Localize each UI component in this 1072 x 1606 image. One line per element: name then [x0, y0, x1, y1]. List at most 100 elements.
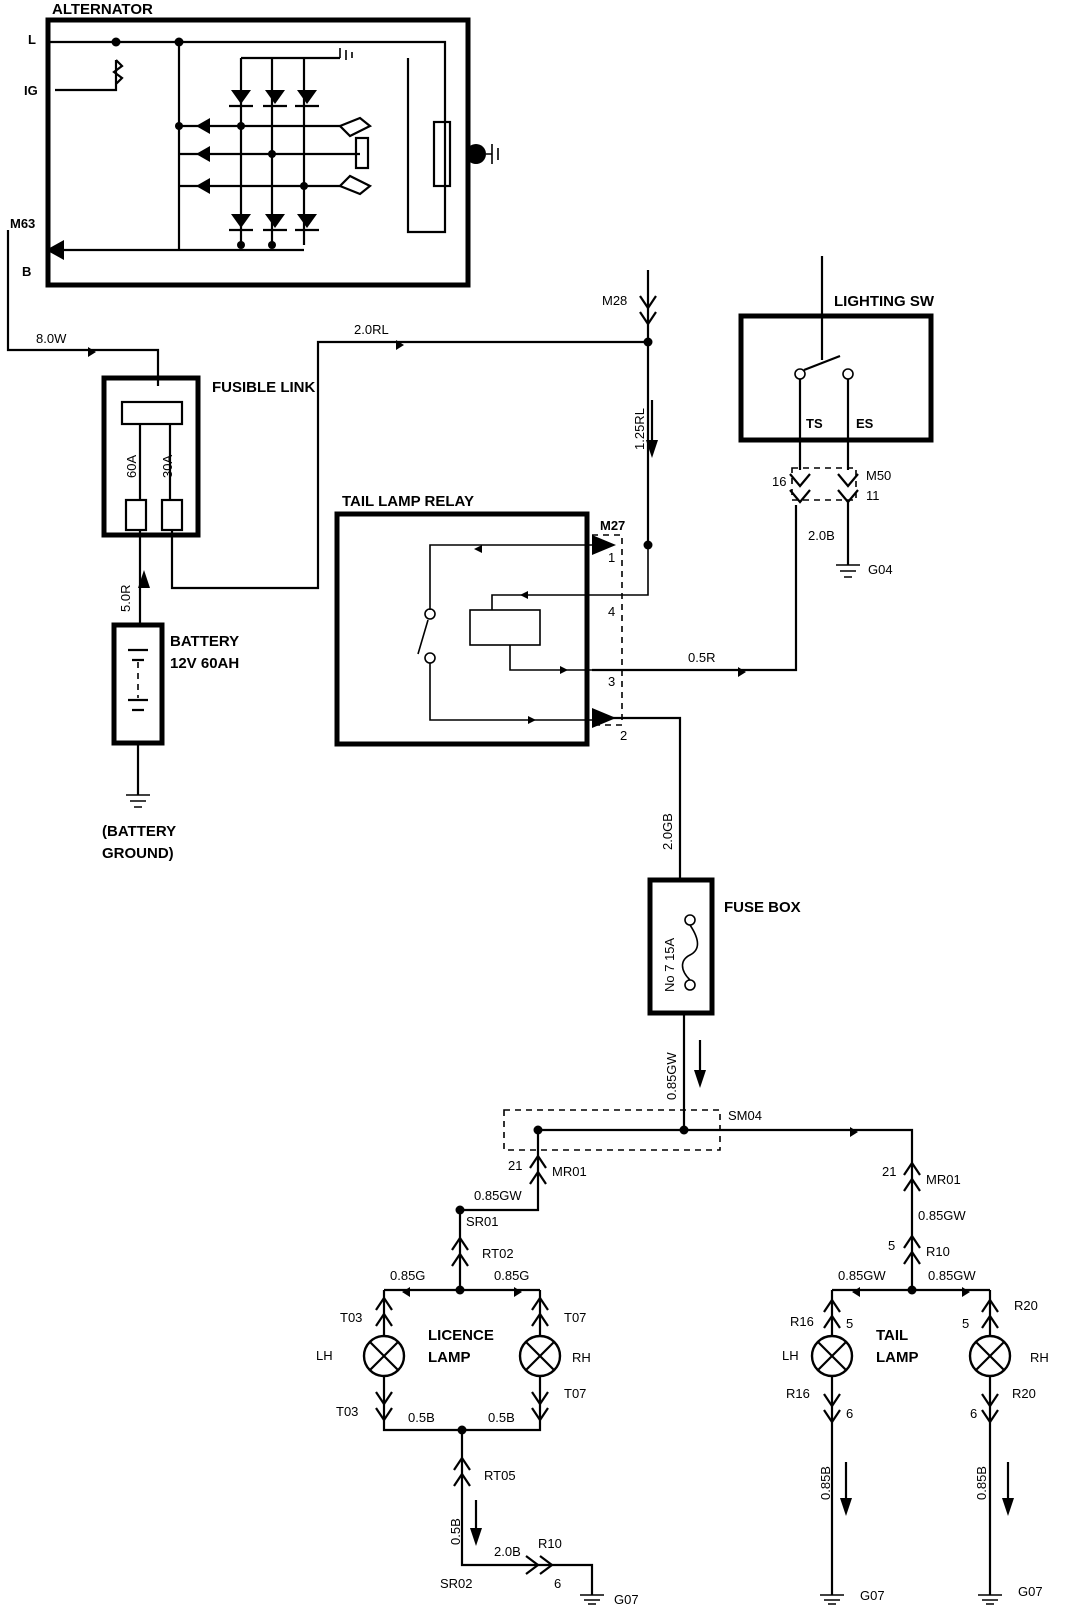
current-arrow-1-25rl: [646, 440, 658, 458]
connector-m50-pin11-icon: [837, 473, 859, 504]
fusible-link-legs: [138, 424, 172, 500]
wire-0-5r: [592, 505, 798, 672]
licence-lamp-title-line2: LAMP: [428, 1349, 471, 1366]
connector-r10-bottom: R10: [538, 1536, 562, 1551]
connector-m63-icon: [46, 240, 64, 260]
ground-g04-icon: [836, 564, 860, 578]
fusible-link-title: FUSIBLE LINK: [212, 379, 315, 396]
alternator-title: ALTERNATOR: [52, 1, 153, 18]
fusible-link: FUSIBLE LINK 60A 30A: [101, 375, 315, 538]
lamp-tail-lh-label: LH: [782, 1348, 799, 1363]
current-arrow-rt05: [470, 1528, 482, 1546]
relay-pin-2: 2: [620, 728, 627, 743]
relay-arrow-4: [552, 666, 568, 674]
current-arrow-licence-right: [500, 1287, 522, 1297]
tail-lamp-relay-box: [334, 511, 590, 747]
wire-label-0-5b-right: 0.5B: [488, 1410, 515, 1425]
connector-r20-top-icon: [981, 1298, 999, 1329]
relay-internal-1: [429, 544, 592, 610]
connector-r16-top-icon: [823, 1298, 841, 1329]
alternator-rotor-icon: [466, 144, 486, 164]
current-arrow-2-0rl: [382, 340, 404, 350]
fusible-link-60a-label: 60A: [124, 455, 139, 478]
diode-bottom-row-icon: [231, 214, 317, 228]
alternator: ALTERNATOR L IG M63 B: [10, 1, 499, 288]
wire-label-0-85g-left: 0.85G: [390, 1268, 425, 1283]
lighting-sw-title: LIGHTING SW: [834, 293, 935, 310]
connector-m50-pin16: 16: [772, 474, 786, 489]
battery: BATTERY 12V 60AH (BATTERY GROUND): [102, 622, 239, 862]
wire-label-0-85b-tail-left: 0.85B: [818, 1466, 833, 1500]
wire-label-0-5b-left: 0.5B: [408, 1410, 435, 1425]
relay-connector-outline: [592, 534, 623, 726]
connector-r16-bot: R16: [786, 1386, 810, 1401]
relay-contact-bot: [424, 652, 436, 664]
connector-m50-outline: [791, 467, 857, 501]
wire-2-0gb: [592, 716, 682, 880]
fuse-element: [681, 924, 699, 981]
connector-rt02-label: RT02: [482, 1246, 514, 1261]
alternator-node-b: [237, 122, 245, 130]
splice-sm04-outline: [503, 1109, 721, 1151]
relay-coil: [469, 609, 541, 646]
connector-r16-top: R16: [790, 1314, 814, 1329]
connector-mr01-right-icon: [903, 1161, 921, 1192]
ground-g07-right-icon: [978, 1594, 1002, 1605]
splice-sm04-label: SM04: [728, 1108, 762, 1123]
alternator-rotor-ground: [486, 144, 499, 164]
alternator-rectifier-bus: [239, 56, 340, 245]
connector-t07-top-icon: [531, 1296, 549, 1327]
tail-lamp-relay-title: TAIL LAMP RELAY: [342, 493, 474, 510]
connector-r16-top-pin: 5: [846, 1316, 853, 1331]
connector-r20-top: R20: [1014, 1298, 1038, 1313]
wire-label-0-85gw-tail-right: 0.85GW: [928, 1268, 976, 1283]
lamp-tail-lh-cross: [817, 1341, 847, 1371]
alternator-node-a: [175, 122, 183, 130]
lighting-sw-contact-ts: [794, 368, 806, 380]
fuse-terminal-bot: [684, 979, 696, 991]
fusible-link-box: [101, 375, 201, 538]
connector-rt02-icon: [451, 1236, 469, 1267]
alternator-ig-resistor: [55, 59, 124, 92]
fusible-link-bar: [120, 400, 184, 426]
lighting-sw-legs: [798, 379, 850, 470]
fuse-box-title: FUSE BOX: [724, 899, 801, 916]
alternator-stator-coil-rect: [354, 136, 370, 170]
lighting-switch: LIGHTING SW TS ES: [738, 256, 935, 470]
splice-sr01-node: [455, 1205, 465, 1215]
alternator-connector-m63: M63: [10, 216, 35, 231]
relay-connector-m27: M27: [600, 518, 625, 533]
lighting-sw-box: [738, 313, 934, 443]
alternator-node-c: [268, 150, 276, 158]
connector-r10-right-pin: 5: [888, 1238, 895, 1253]
current-arrow-licence-left: [402, 1287, 424, 1297]
junction-m28: [643, 337, 653, 347]
ground-g07-left-icon: [580, 1594, 604, 1605]
lighting-sw-contact-es: [842, 368, 854, 380]
connector-mr01-right: MR01: [926, 1172, 961, 1187]
connector-r20-bot-icon: [981, 1393, 999, 1424]
wire-licence-feed: [458, 1130, 540, 1290]
connector-rt05-icon: [453, 1456, 471, 1487]
wire-licence-ground: [460, 1430, 594, 1595]
lighting-sw-es: ES: [856, 416, 874, 431]
lighting-sw-blade: [803, 354, 841, 372]
fuse-box: FUSE BOX No 7 15A: [647, 877, 801, 1016]
wire-label-8-0w: 8.0W: [36, 331, 67, 346]
tail-lamp-title-line2: LAMP: [876, 1349, 919, 1366]
wire-label-0-85gw-fuse: 0.85GW: [664, 1052, 679, 1100]
wire-label-0-85b-tail-right: 0.85B: [974, 1466, 989, 1500]
lamp-licence-rh-cross: [525, 1341, 555, 1371]
connector-rt05-label: RT05: [484, 1468, 516, 1483]
alternator-box: [45, 17, 471, 288]
wire-label-0-85g-right: 0.85G: [494, 1268, 529, 1283]
battery-title-line1: BATTERY: [170, 633, 239, 650]
relay-pin-4: 4: [608, 604, 615, 619]
battery-title-line2: 12V 60AH: [170, 655, 239, 672]
fusible-link-fuse-60a: [124, 498, 148, 532]
tail-lamp-title-line1: TAIL: [876, 1327, 908, 1344]
wire-label-1-25rl: 1.25RL: [632, 408, 647, 450]
wire-label-0-85gw-tail-left: 0.85GW: [838, 1268, 886, 1283]
relay-contact-arm: [417, 619, 429, 655]
connector-t07-bot: T07: [564, 1386, 586, 1401]
